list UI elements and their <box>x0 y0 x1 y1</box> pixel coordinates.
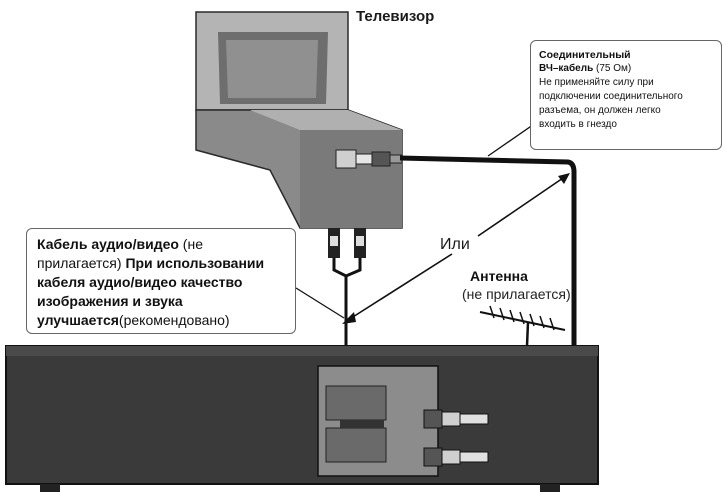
av-normal-1: (не <box>178 236 203 252</box>
av-cable-callout: Кабель аудио/видео (не прилагается) При … <box>26 228 296 334</box>
rf-note-line: Не применяйте силу при <box>539 77 654 88</box>
or-arrows <box>342 173 570 324</box>
antenna-note: (не прилагается) <box>462 286 571 302</box>
av-plugs <box>328 228 366 345</box>
av-normal-2: прилагается) <box>37 255 126 271</box>
av-bold-1: Кабель аудио/видео <box>37 236 179 252</box>
rf-note-line: разъема, он должен легко <box>539 105 661 116</box>
antenna-title: Антенна <box>470 268 528 284</box>
av-bold-3: кабеля аудио/видео качество <box>37 274 243 290</box>
or-label: Или <box>440 236 470 253</box>
rf-note-line: подключении соединительного <box>539 91 683 102</box>
rf-title-line1: Соединительный <box>539 49 631 61</box>
vcr-rf-out <box>423 447 489 467</box>
tv-label: Телевизор <box>356 8 435 25</box>
rf-cable-callout: Соединительный ВЧ–кабель (75 Ом) Не прим… <box>530 40 722 150</box>
rf-title-line2: ВЧ–кабель (75 Ом) <box>539 63 631 74</box>
av-pointer <box>295 287 345 319</box>
rf-note-line: входить в гнездо <box>539 119 617 130</box>
rf-title-rest: (75 Ом) <box>593 63 632 74</box>
av-bold-5: улучшается <box>37 312 119 328</box>
av-normal-3: (рекомендовано) <box>118 312 230 328</box>
rf-title-bold: ВЧ–кабель <box>539 63 594 74</box>
vcr-unit <box>5 345 599 492</box>
vcr-rf-in <box>423 409 489 429</box>
television <box>195 11 403 229</box>
tv-rf-connector <box>335 149 403 169</box>
av-bold-4: изображения и звука <box>37 293 183 309</box>
av-bold-2: При использовании <box>125 255 265 271</box>
